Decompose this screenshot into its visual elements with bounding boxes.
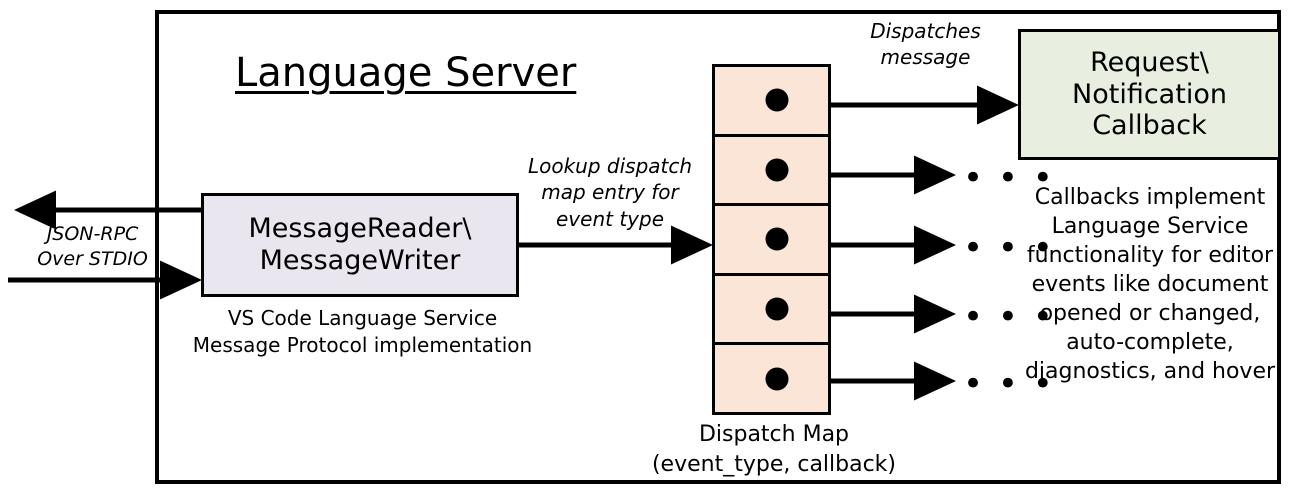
jsonrpc-label-line1: JSON-RPC — [46, 223, 139, 245]
lookup-label-line1: Lookup dispatch — [527, 154, 693, 178]
lookup-label-line3: event type — [556, 206, 664, 231]
dispatches-label-line2: message — [880, 45, 971, 70]
dispatch-map-row-5[interactable] — [715, 345, 828, 412]
reader-title-line1: MessageReader\ — [248, 213, 472, 245]
lookup-dispatch-edge-label: Lookup dispatch map entry for event type — [510, 153, 710, 232]
dispatches-message-edge-label: Dispatches message — [838, 18, 1013, 71]
request-notification-callback-node[interactable]: Request\ Notification Callback — [1018, 29, 1281, 160]
dispatch-map-table[interactable] — [712, 64, 831, 415]
callback-dot-icon — [765, 297, 789, 321]
dispatches-label-line1: Dispatches — [870, 19, 981, 43]
reader-caption-line2: Message Protocol implementation — [192, 333, 533, 357]
callback-dot-icon — [765, 367, 789, 391]
ellipsis-row-5: • • • — [963, 364, 1055, 404]
callback-dot-icon — [765, 227, 789, 251]
message-reader-writer-caption: VS Code Language Service Message Protoco… — [190, 305, 535, 359]
callback-node-caption: Callbacks implement Language Service fun… — [1024, 185, 1276, 385]
callback-dot-icon — [765, 158, 789, 182]
page-title: Language Server — [235, 50, 577, 96]
callback-node-title: Request\ Notification Callback — [1072, 47, 1227, 143]
callback-title-line1: Request\ — [1090, 46, 1209, 78]
callback-dot-icon — [765, 88, 789, 112]
ellipsis-row-3: • • • — [963, 228, 1055, 268]
reader-caption-line1: VS Code Language Service — [227, 306, 498, 330]
dispatch-map-row-4[interactable] — [715, 276, 828, 346]
dispatch-map-row-1[interactable] — [715, 67, 828, 137]
dispatch-map-row-2[interactable] — [715, 137, 828, 207]
map-caption-line1: Dispatch Map — [698, 422, 850, 447]
callback-title-line3: Callback — [1092, 110, 1207, 142]
dispatch-map-caption: Dispatch Map (event_type, callback) — [645, 420, 903, 479]
message-reader-writer-node[interactable]: MessageReader\ MessageWriter — [201, 193, 519, 297]
jsonrpc-label-line2: Over STDIO — [37, 248, 148, 271]
map-caption-line2: (event_type, callback) — [651, 451, 897, 477]
ellipsis-row-2: • • • — [963, 158, 1055, 198]
dispatch-map-row-3[interactable] — [715, 206, 828, 276]
ellipsis-row-4: • • • — [963, 297, 1055, 337]
callback-title-line2: Notification — [1072, 78, 1227, 110]
jsonrpc-edge-label: JSON-RPC Over STDIO — [20, 222, 165, 272]
message-reader-writer-title: MessageReader\ MessageWriter — [249, 213, 472, 277]
language-server-boundary — [155, 10, 1281, 484]
lookup-label-line2: map entry for — [541, 180, 679, 205]
reader-title-line2: MessageWriter — [259, 245, 461, 276]
